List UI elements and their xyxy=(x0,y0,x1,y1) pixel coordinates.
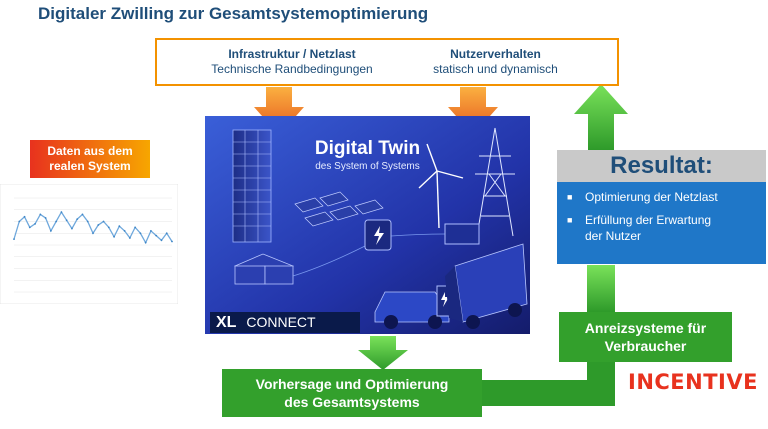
input-infrastructure: Infrastruktur / Netzlast Technische Rand… xyxy=(187,47,397,77)
bullet-icon: ■ xyxy=(567,192,573,202)
wind-turbine-icon xyxy=(418,143,464,229)
grid-node-icon xyxy=(444,223,480,245)
feedback-arrow-lower xyxy=(587,265,615,312)
building-icon xyxy=(232,129,272,243)
result-heading: Resultat: xyxy=(557,150,766,182)
chart-point xyxy=(118,225,121,228)
chart-point xyxy=(92,232,94,235)
chart-point xyxy=(97,224,100,226)
incentive-system-box: Anreizsysteme für Verbraucher xyxy=(559,312,732,362)
chart-point xyxy=(18,220,21,223)
chart-point xyxy=(150,230,152,232)
page-title: Digitaler Zwilling zur Gesamtsystemoptim… xyxy=(38,4,429,23)
chart-point xyxy=(28,226,31,229)
source-label-line1: Daten aus dem xyxy=(47,144,133,158)
chart-point xyxy=(13,238,15,241)
source-data-badge: Daten aus dem realen System xyxy=(30,140,150,178)
chart-point xyxy=(165,232,168,235)
chart-point xyxy=(34,222,36,225)
incentive-line2: Verbraucher xyxy=(604,338,687,354)
chart-point xyxy=(55,220,58,223)
xl-connect-logo: XL CONNECT xyxy=(210,312,360,333)
chart-point xyxy=(60,211,63,213)
result-list: ■ Optimierung der Netzlast ■ Erfüllung d… xyxy=(557,182,766,264)
chart-point xyxy=(39,213,42,216)
input-arrow-left xyxy=(254,87,304,135)
chart-point xyxy=(134,226,137,229)
power-pylon-icon xyxy=(475,127,515,237)
chart-point xyxy=(81,213,84,216)
chart-point xyxy=(155,234,158,237)
incentive-project-logo: INCENTIVE xyxy=(628,370,758,394)
input-box: Infrastruktur / Netzlast Technische Rand… xyxy=(155,38,619,86)
input-user-behavior-heading: Nutzerverhalten xyxy=(450,47,541,61)
chart-point xyxy=(76,218,79,221)
chart-point xyxy=(65,219,68,222)
chart-point xyxy=(107,226,110,229)
chart-point xyxy=(44,217,47,219)
chart-point xyxy=(171,240,173,243)
output-arrow xyxy=(358,336,408,370)
input-infrastructure-text: Technische Randbedingungen xyxy=(211,62,373,76)
result-item: ■ Erfüllung der Erwartung der Nutzer xyxy=(567,212,760,244)
source-label-line2: realen System xyxy=(49,159,131,173)
twin-subtitle: des System of Systems xyxy=(315,161,420,172)
chart-frame xyxy=(0,184,178,304)
logo-connect: CONNECT xyxy=(246,314,316,330)
chart-point xyxy=(139,232,142,235)
input-user-behavior-text: statisch und dynamisch xyxy=(433,62,558,76)
result-item-2-line2: der Nutzer xyxy=(585,229,642,243)
feedback-path xyxy=(482,362,615,406)
output-line1: Vorhersage und Optimierung xyxy=(255,376,449,392)
truck-icon xyxy=(445,243,528,329)
chart-point xyxy=(160,239,163,242)
solar-panel-icon xyxy=(294,191,384,227)
chart-point xyxy=(49,230,52,232)
chart-point xyxy=(71,227,73,230)
bullet-icon: ■ xyxy=(567,215,573,225)
output-box: Vorhersage und Optimierung des Gesamtsys… xyxy=(222,369,482,417)
twin-title: Digital Twin xyxy=(314,138,421,159)
logo-xl: XL xyxy=(216,314,237,331)
real-data-chart xyxy=(0,184,178,304)
digital-twin-illustration xyxy=(205,116,530,334)
chart-point xyxy=(86,220,89,223)
chart-point xyxy=(144,241,147,244)
chart-point xyxy=(102,220,105,223)
result-item-2-line1: Erfüllung der Erwartung xyxy=(585,213,712,227)
input-user-behavior: Nutzerverhalten statisch und dynamisch xyxy=(403,47,588,77)
chart-point xyxy=(23,215,26,218)
output-line2: des Gesamtsystems xyxy=(284,394,420,410)
car-icon xyxy=(374,291,450,329)
house-icon xyxy=(234,253,294,285)
incentive-line1: Anreizsysteme für xyxy=(584,320,707,336)
result-item: ■ Optimierung der Netzlast xyxy=(567,189,760,205)
battery-icon xyxy=(364,219,392,251)
input-infrastructure-heading: Infrastruktur / Netzlast xyxy=(228,47,356,61)
chart-point xyxy=(123,230,126,232)
chart-point xyxy=(113,235,115,238)
input-arrow-right xyxy=(448,87,498,135)
chart-point xyxy=(128,237,131,239)
feedback-arrow-top xyxy=(574,84,628,150)
result-item-1-text: Optimierung der Netzlast xyxy=(585,190,718,204)
